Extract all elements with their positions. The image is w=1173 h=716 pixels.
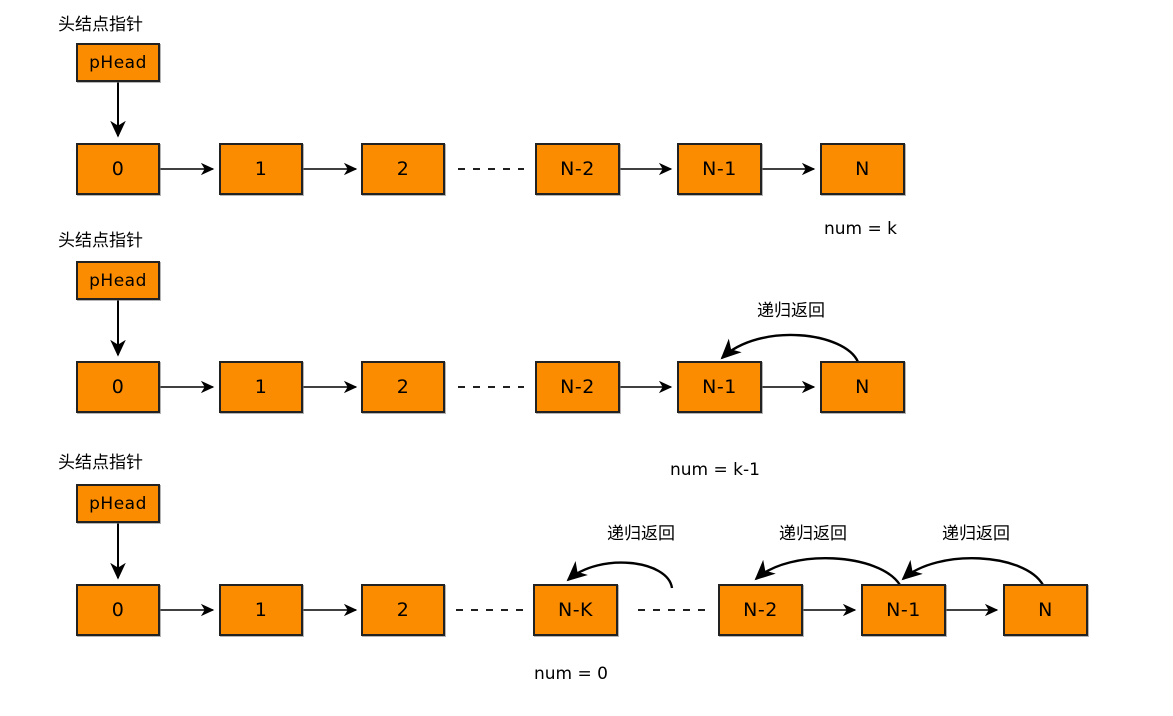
row2-status-label: num = k-1 (670, 460, 760, 480)
row1-head-caption: 头结点指针 (58, 15, 143, 35)
row2-node-2[interactable]: 2 (361, 361, 445, 413)
row1-status-label: num = k (824, 219, 898, 239)
row3-head-box[interactable]: pHead (76, 484, 160, 523)
row1-node-1[interactable]: 1 (219, 143, 303, 195)
row2-node-1[interactable]: 1 (219, 361, 303, 413)
row2-node-n-1[interactable]: N-1 (677, 361, 762, 413)
row3-node-n[interactable]: N (1003, 584, 1088, 636)
row2-head-box[interactable]: pHead (76, 261, 160, 300)
row3-recursion-arc-3 (901, 557, 1045, 586)
row2-node-n[interactable]: N (820, 361, 905, 413)
row3-node-2[interactable]: 2 (361, 584, 445, 636)
row1-node-n[interactable]: N (820, 143, 905, 195)
row3-head-caption: 头结点指针 (58, 453, 143, 473)
row3-recursion-label-1: 递归返回 (607, 524, 675, 544)
row3-node-n-k[interactable]: N-K (533, 584, 618, 636)
row3-node-1[interactable]: 1 (219, 584, 303, 636)
row3-recursion-label-3: 递归返回 (942, 524, 1010, 544)
row2-node-n-2[interactable]: N-2 (535, 361, 620, 413)
row3-recursion-arc-2 (754, 557, 902, 586)
row2-recursion-label-1: 递归返回 (757, 301, 825, 321)
row3-recursion-label-2: 递归返回 (779, 524, 847, 544)
row3-node-n-1[interactable]: N-1 (861, 584, 946, 636)
row1-node-n-2[interactable]: N-2 (535, 143, 620, 195)
row1-node-2[interactable]: 2 (361, 143, 445, 195)
row1-node-n-1[interactable]: N-1 (677, 143, 762, 195)
row1-node-0[interactable]: 0 (76, 143, 160, 195)
row3-node-0[interactable]: 0 (76, 584, 160, 636)
row2-head-caption: 头结点指针 (58, 231, 143, 251)
row3-node-n-2[interactable]: N-2 (718, 584, 803, 636)
row1-head-box[interactable]: pHead (76, 43, 160, 82)
row2-recursion-arc (720, 333, 860, 363)
row3-status-label: num = 0 (534, 664, 608, 684)
row2-node-0[interactable]: 0 (76, 361, 160, 413)
